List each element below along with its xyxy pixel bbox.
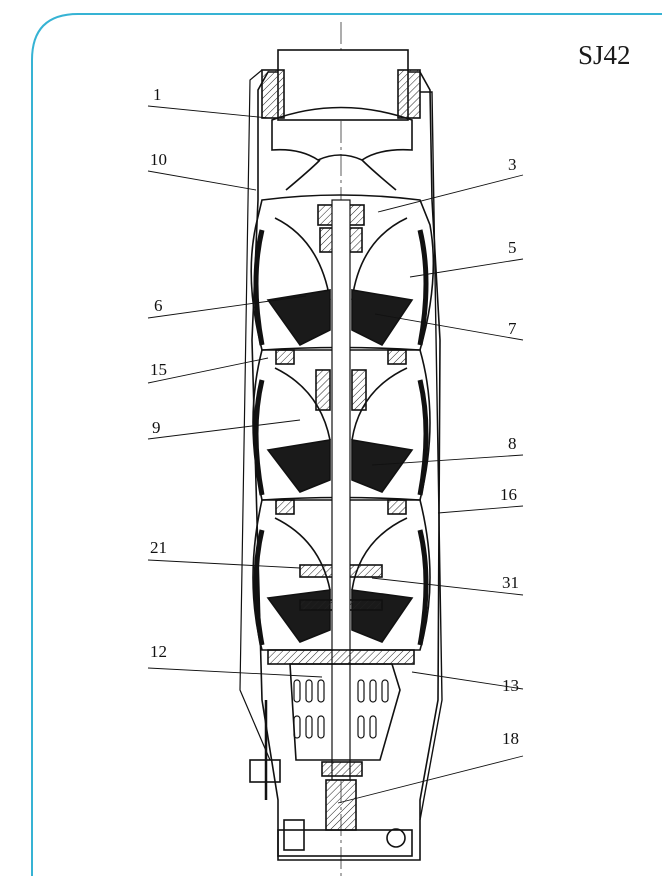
callout-8: 8: [508, 434, 517, 453]
frame-border: [31, 13, 662, 876]
callout-7: 7: [508, 319, 517, 338]
model-label: SJ42: [578, 40, 631, 70]
callout-15: 15: [150, 360, 167, 379]
pump-body: [239, 49, 443, 861]
callout-9: 9: [152, 418, 161, 437]
callout-18: 18: [502, 729, 519, 748]
callout-3: 3: [508, 155, 517, 174]
callout-31: 31: [502, 573, 519, 592]
callout-10: 10: [150, 150, 167, 169]
callout-21: 21: [150, 538, 167, 557]
callout-12: 12: [150, 642, 167, 661]
callout-5: 5: [508, 238, 517, 257]
callout-16: 16: [500, 485, 517, 504]
callout-6: 6: [154, 296, 163, 315]
callout-1: 1: [153, 85, 162, 104]
leader-lines: [147, 105, 524, 804]
callout-13: 13: [502, 676, 519, 695]
